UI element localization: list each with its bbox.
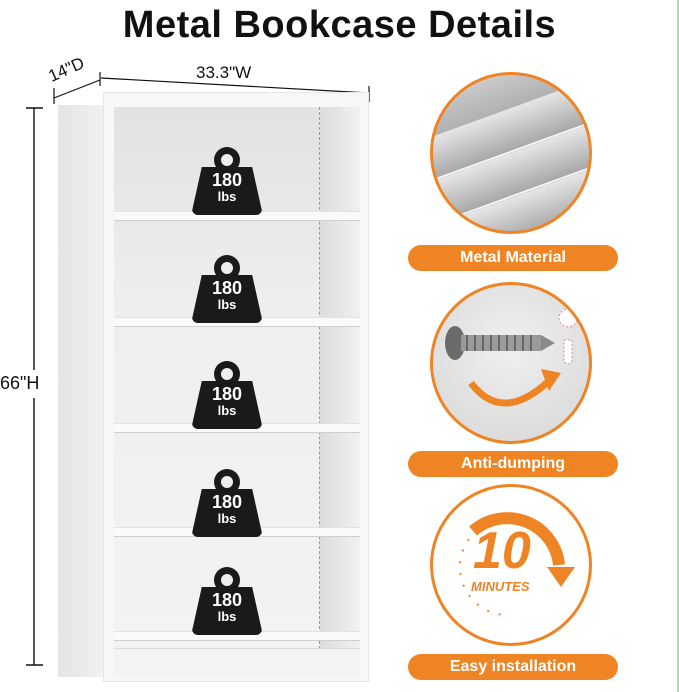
weight-value: 180 <box>211 590 243 610</box>
weight-value: 180 <box>211 384 243 404</box>
weight-capacity-icon: 180 lbs <box>192 567 262 635</box>
weight-unit: lbs <box>217 297 237 312</box>
metal-plates-icon <box>430 72 592 234</box>
feature-label-anti-dumping: Anti-dumping <box>408 451 618 477</box>
width-label: 33.3"W <box>196 63 252 82</box>
height-label: 66"H <box>0 373 40 393</box>
weight-value: 180 <box>211 170 243 190</box>
weight-value: 180 <box>211 278 243 298</box>
weight-capacity-icon: 180 lbs <box>192 469 262 537</box>
page-title: Metal Bookcase Details <box>122 4 557 46</box>
bookcase-base <box>114 648 360 677</box>
shelf-upright <box>319 107 360 649</box>
edge-divider <box>677 0 679 692</box>
weight-unit: lbs <box>217 403 237 418</box>
weight-capacity-icon: 180 lbs <box>192 147 262 215</box>
weight-unit: lbs <box>217 609 237 624</box>
weight-capacity-icon: 180 lbs <box>192 255 262 323</box>
timer-value: 10 <box>473 522 531 580</box>
feature-label-metal-material: Metal Material <box>408 245 618 271</box>
feature-label-easy-installation: Easy installation <box>408 654 618 680</box>
ten-minutes-timer-icon: 10 MINUTES <box>430 484 592 646</box>
weight-unit: lbs <box>217 511 237 526</box>
bookcase-interior: 180 lbs 180 lbs 180 lbs 180 lbs 180 lbs <box>114 107 360 649</box>
bookcase-side-panel <box>58 105 103 677</box>
weight-value: 180 <box>211 492 243 512</box>
weight-unit: lbs <box>217 189 237 204</box>
bookcase: 180 lbs 180 lbs 180 lbs 180 lbs 180 lbs <box>103 92 369 682</box>
weight-capacity-icon: 180 lbs <box>192 361 262 429</box>
timer-unit: MINUTES <box>471 579 530 594</box>
screw-keyhole-icon <box>430 282 592 444</box>
